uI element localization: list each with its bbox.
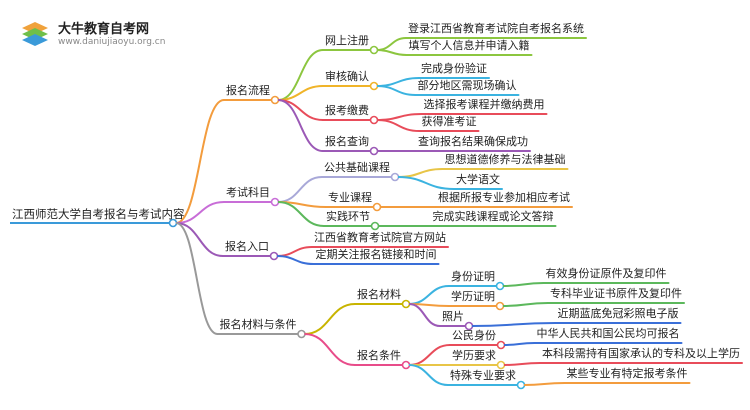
brand-logo-icon — [22, 22, 48, 46]
detail-node: 大学语文 — [456, 173, 500, 186]
topic-node: 定期关注报名链接和时间 — [315, 248, 437, 261]
detail-node: 完成身份验证 — [421, 62, 487, 75]
link-topic-to-detail — [408, 303, 441, 327]
link-topic-to-detail — [376, 85, 416, 96]
detail-node: 登录江西省教育考试院自考报名系统 — [408, 22, 584, 35]
brand-url: www.daniujiaoyu.org.cn — [58, 37, 166, 47]
leaf-node: 某些专业有特定报考条件 — [566, 367, 688, 380]
branch-node: 报名流程 — [226, 84, 270, 97]
leaf-node: 中华人民共和国公民均可报名 — [536, 327, 680, 340]
topic-node: 报名条件 — [357, 349, 401, 362]
link-topic-to-detail — [376, 119, 420, 132]
topic-node: 报名材料 — [357, 288, 401, 301]
topic-node: 专业课程 — [328, 191, 372, 204]
detail-node: 身份证明 — [451, 270, 495, 283]
link-detail-to-leaf — [523, 382, 565, 386]
detail-node: 完成实践课程或论文答辩 — [432, 210, 554, 223]
detail-node: 选择报考课程并缴纳费用 — [423, 98, 545, 111]
leaf-node: 专科毕业证书原件及复印件 — [550, 287, 682, 300]
detail-node: 思想道德修养与法律基础 — [444, 153, 566, 166]
link-root-to-branch — [175, 222, 218, 335]
topic-node: 网上注册 — [325, 34, 369, 47]
branch-node: 报名材料与条件 — [219, 318, 297, 331]
detail-node: 部分地区需现场确认 — [417, 79, 517, 92]
link-branch-to-topic — [304, 333, 356, 366]
topic-node: 江西省教育考试院官方网站 — [314, 231, 446, 244]
leaf-node: 有效身份证原件及复印件 — [545, 267, 667, 280]
detail-node: 学历证明 — [451, 290, 495, 303]
detail-node: 公民身份 — [452, 329, 496, 342]
topic-node: 报名查询 — [325, 135, 369, 148]
branch-node: 考试科目 — [226, 186, 270, 199]
topic-node: 报考缴费 — [325, 104, 369, 117]
link-topic-to-detail — [376, 49, 407, 56]
link-detail-to-leaf — [471, 322, 556, 327]
link-root-to-branch — [175, 99, 225, 224]
detail-node: 照片 — [442, 310, 464, 323]
link-root-to-branch — [175, 201, 225, 224]
detail-node: 填写个人信息并申请入籍 — [408, 39, 530, 52]
brand-name: 大牛教育自考网 — [58, 22, 150, 37]
link-topic-to-detail — [397, 176, 455, 190]
branch-node: 报名入口 — [225, 240, 269, 253]
detail-node: 学历要求 — [452, 349, 496, 362]
mindmap-root: 江西师范大学自考报名与考试内容 — [12, 207, 185, 221]
link-detail-to-leaf — [503, 342, 535, 346]
detail-node: 根据所报专业参加相应考试 — [438, 191, 570, 204]
detail-node: 获得准考证 — [421, 115, 477, 128]
topic-node: 公共基础课程 — [324, 161, 390, 174]
link-branch-to-topic — [304, 303, 356, 335]
link-branch-to-topic — [277, 99, 324, 152]
link-detail-to-leaf — [503, 362, 541, 366]
link-branch-to-topic — [277, 201, 325, 227]
link-detail-to-leaf — [502, 282, 544, 287]
detail-node: 特殊专业要求 — [450, 369, 516, 382]
leaf-node: 近期蓝底免冠彩照电子版 — [557, 307, 679, 320]
link-root-to-branch — [175, 222, 224, 257]
brand-logo: 大牛教育自考网 www.daniujiaoyu.org.cn — [18, 16, 268, 56]
detail-node: 查询报名结果确保成功 — [418, 135, 528, 148]
link-topic-to-detail — [408, 364, 449, 386]
topic-node: 审核确认 — [325, 70, 369, 83]
topic-node: 实践环节 — [326, 210, 370, 223]
leaf-node: 本科段需持有国家承认的专科及以上学历 — [542, 347, 740, 360]
link-detail-to-leaf — [502, 302, 549, 307]
link-branch-to-topic — [276, 255, 314, 265]
